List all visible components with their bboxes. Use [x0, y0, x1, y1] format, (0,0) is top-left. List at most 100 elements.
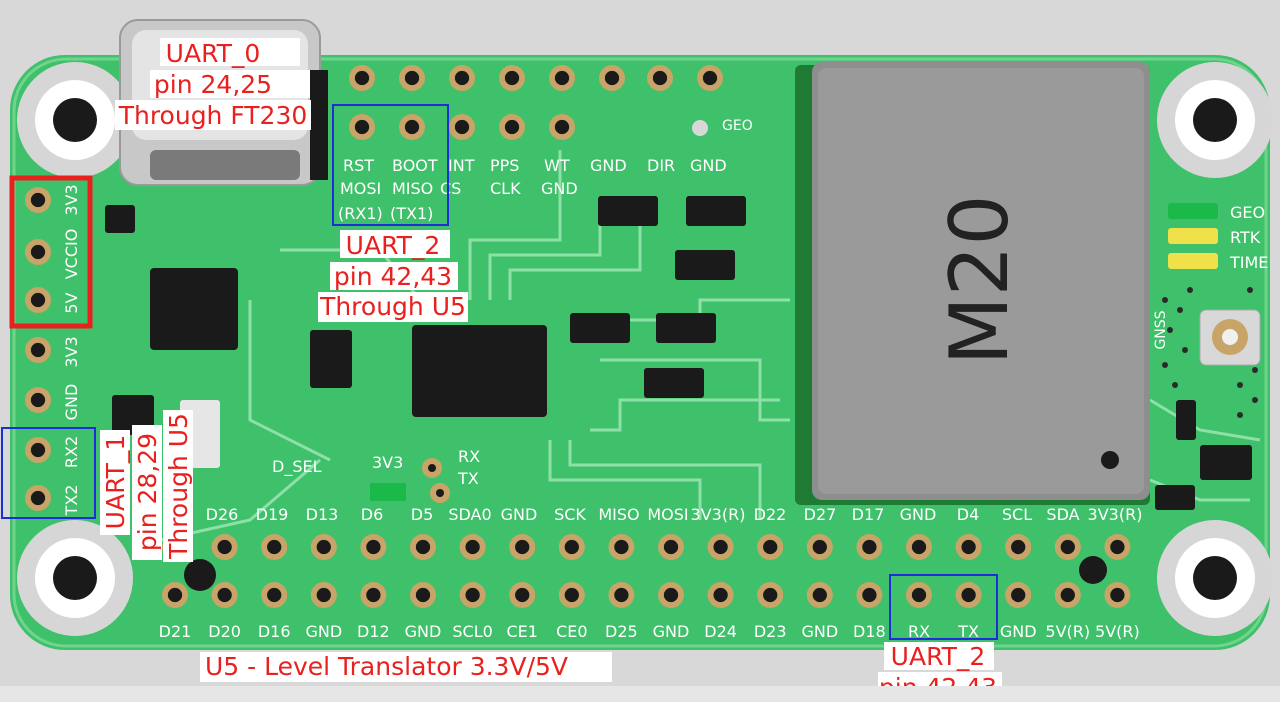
left-header-pads: [25, 187, 51, 511]
left-hdr-label: RX2: [62, 436, 81, 468]
uart1-through: Through U5: [164, 413, 193, 560]
gpio-label: SCL: [1002, 505, 1032, 524]
gpio-label: SCK: [554, 505, 586, 524]
gpio-pad-hole: [465, 587, 480, 603]
gpio-pad-hole: [366, 539, 381, 555]
led-label: RTK: [1230, 228, 1261, 247]
hdr-top-label: PPS: [490, 156, 519, 175]
gpio-pad-hole: [812, 587, 827, 603]
led-labels: GEO RTK TIME GNSS: [1153, 203, 1268, 350]
led-label: TIME: [1229, 253, 1268, 272]
gpio-pad-hole: [167, 587, 183, 603]
gpio-label: GND: [1000, 622, 1037, 641]
top-header-pad-hole: [454, 70, 470, 86]
top-header-pad-hole: [504, 70, 520, 86]
uart1-pins: pin 28,29: [133, 433, 162, 551]
gpio-label: D20: [208, 622, 241, 641]
hdr-bottom-label: CLK: [490, 179, 521, 198]
gpio-pad-hole: [763, 539, 778, 555]
gpio-label: SDA: [1046, 505, 1079, 524]
uart0-pins: pin 24,25: [154, 70, 272, 99]
gpio-label: D4: [957, 505, 980, 524]
gpio-pad-hole: [1011, 539, 1026, 555]
rx-label: RX: [458, 447, 480, 466]
gpio-pad-hole: [1011, 587, 1026, 603]
hdr-top-label: DIR: [647, 156, 675, 175]
header-silk-top: RST BOOT INT PPS WT GND DIR GND MOSI MIS…: [338, 118, 753, 223]
gpio-label: D6: [361, 505, 384, 524]
gpio-label: GND: [801, 622, 838, 641]
misc-pads: [184, 458, 1107, 591]
gpio-label: SCL0: [452, 622, 492, 641]
gpio-pad-hole: [911, 539, 927, 555]
top-header-pad-hole: [454, 119, 470, 135]
gpio-label: 3V3(R): [1088, 505, 1143, 524]
left-header-pad-hole: [30, 392, 46, 408]
hdr-rx-label: (RX1): [338, 204, 383, 223]
uart1-title: UART_1: [101, 435, 130, 530]
gpio-pad-hole: [911, 587, 927, 603]
led-rtk: [1168, 228, 1218, 244]
gpio-label: MOSI: [647, 505, 688, 524]
gpio-pad-hole: [415, 587, 431, 603]
gpio-label: D19: [256, 505, 289, 524]
gnss-label: GNSS: [1153, 310, 1169, 349]
gpio-label: D24: [704, 622, 737, 641]
gpio-pad-hole: [763, 587, 778, 603]
gpio-pad-hole: [564, 539, 579, 555]
left-header-pad-hole: [30, 490, 46, 506]
sel-3v3-label: 3V3: [372, 453, 403, 472]
gpio-pad-hole: [614, 539, 629, 555]
gpio-label: MISO: [598, 505, 639, 524]
uart2-top-title: UART_2: [346, 231, 441, 260]
gpio-pad-hole: [1060, 539, 1075, 555]
gpio-label: TX: [957, 622, 979, 641]
annotation-boxes: [1, 104, 998, 640]
gpio-pad-hole: [515, 587, 530, 603]
gpio-label: D12: [357, 622, 390, 641]
hdr-tx-label: (TX1): [390, 204, 433, 223]
ic-chips: [105, 196, 1252, 510]
vccio-highlight-box: [9, 175, 93, 329]
gpio-label: GND: [305, 622, 342, 641]
gpio-pad-hole: [267, 587, 282, 603]
m20-module: M20: [795, 62, 1150, 505]
gpio-pad-hole: [713, 587, 728, 603]
status-leds: [1168, 203, 1218, 269]
uart2-bottom-title: UART_2: [891, 642, 986, 671]
gpio-label: D21: [159, 622, 192, 641]
gpio-label: 5V(R): [1095, 622, 1140, 641]
left-header-silk: 3V3 VCCIO 5V 3V3 GND RX2 TX2: [62, 184, 81, 516]
uart2-top-through: Through U5: [319, 292, 466, 321]
left-hdr-label: 3V3: [62, 184, 81, 215]
gpio-label: GND: [653, 622, 690, 641]
gpio-label: D22: [754, 505, 787, 524]
top-header-pad-hole: [504, 119, 520, 135]
hdr-top-label: BOOT: [392, 156, 438, 175]
hdr-bottom-label: MOSI: [340, 179, 381, 198]
gpio-pad-hole: [663, 587, 679, 603]
gpio-pad-hole: [217, 587, 232, 603]
gpio-pad-hole: [862, 587, 877, 603]
left-hdr-label: VCCIO: [62, 229, 81, 280]
gpio-label: D18: [853, 622, 886, 641]
uart1-header-box: [1, 427, 96, 519]
geo-pad-label: GEO: [722, 118, 753, 134]
gpio-pad-hole: [1060, 587, 1075, 603]
gpio-label: D16: [258, 622, 291, 641]
gpio-pad-hole: [217, 539, 232, 555]
led-label: GEO: [1230, 203, 1265, 222]
top-header-pad-hole: [604, 70, 620, 86]
d-sel-label: D_SEL: [272, 457, 322, 477]
gpio-pad-hole: [267, 539, 282, 555]
u5-level-translator-chip: [412, 325, 547, 417]
gpio-pad-hole: [564, 587, 579, 603]
bottom-strip: [0, 686, 1280, 702]
gpio-pad-hole: [465, 539, 480, 555]
top-header-pad-hole: [554, 70, 570, 86]
gpio-pad-hole: [713, 539, 728, 555]
gpio-pad-hole: [663, 539, 679, 555]
top-header-pad-hole: [702, 70, 718, 86]
